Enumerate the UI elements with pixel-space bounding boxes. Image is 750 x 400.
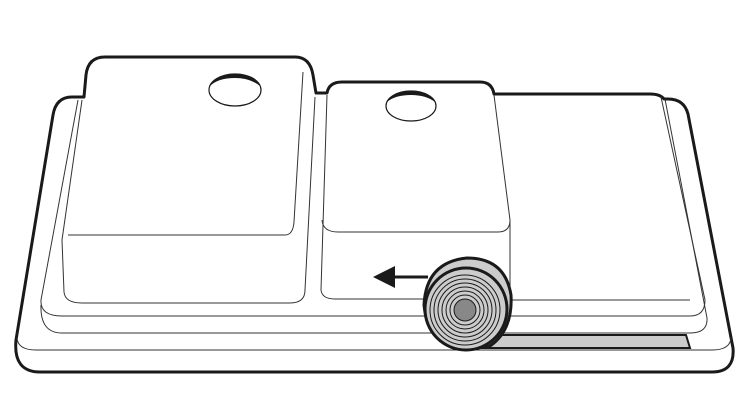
tape-roll-core [453, 298, 477, 322]
large-basin-tap-hole-shadow [210, 74, 260, 86]
large-basin-wall [61, 96, 316, 304]
arrow-left-icon [373, 266, 428, 288]
tape-roll-ring [441, 286, 489, 334]
tape-roll-ring [449, 294, 481, 326]
rim-line-3 [16, 337, 732, 351]
small-basin-tap-hole-shadow [387, 91, 435, 102]
tape-roll-ring [429, 274, 501, 346]
sink-outline [14, 55, 735, 374]
tape-roll-ring [433, 278, 497, 342]
rim-line-2 [40, 98, 708, 334]
sink-outer-rim [14, 55, 735, 374]
large-basin [61, 71, 316, 304]
small-basin-floor [321, 94, 511, 233]
rim-line-1 [40, 96, 706, 317]
tape-roll-ring [445, 290, 485, 330]
large-basin-floor [68, 71, 304, 236]
tape-roll-rings [429, 274, 501, 346]
tape-roll-ring [437, 282, 493, 338]
tape-roll [422, 256, 513, 352]
